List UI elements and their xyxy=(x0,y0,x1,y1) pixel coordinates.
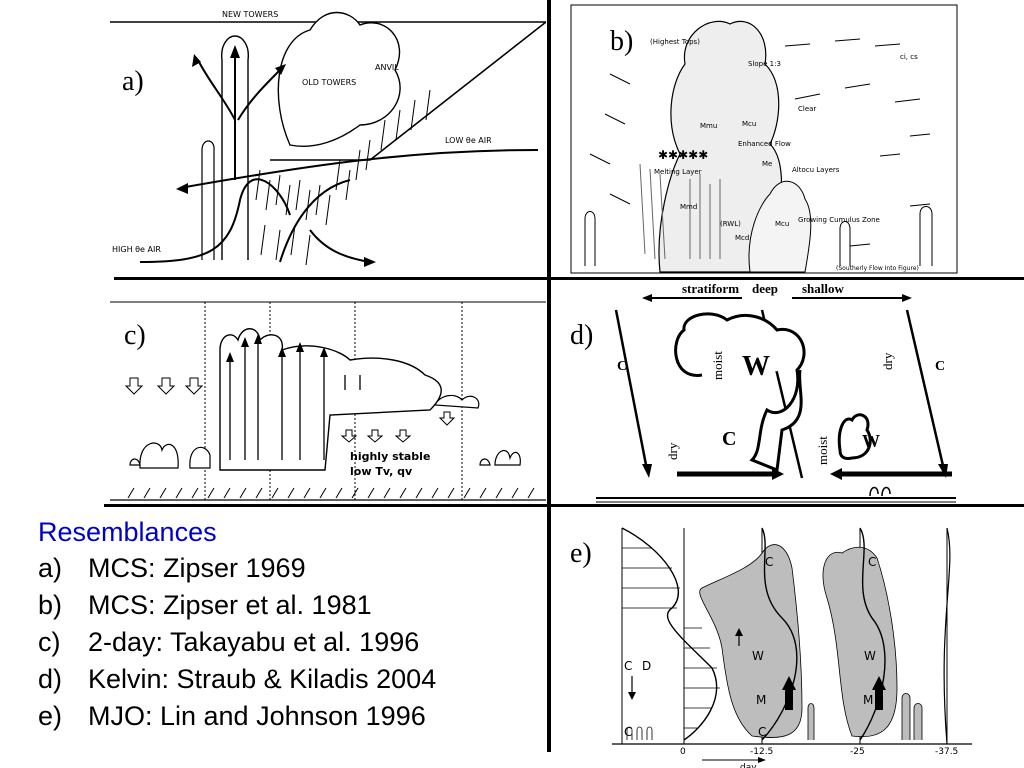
legend-list: a) MCS: Zipser 1969 b) MCS: Zipser et al. … xyxy=(38,550,538,735)
m-cu-2-text: Mcu xyxy=(775,220,789,228)
w-small-text: W xyxy=(862,431,880,451)
e-w-label-2: W xyxy=(864,649,876,663)
low-tv-qv-text: low Tv, qv xyxy=(350,465,413,478)
e-w-label-1: W xyxy=(752,649,764,663)
melting-layer-stars: ✱✱✱✱✱ xyxy=(658,148,708,162)
old-towers-text: OLD TOWERS xyxy=(302,78,356,87)
ci-cs-text: ci, cs xyxy=(900,53,918,61)
horizontal-divider-top xyxy=(114,277,1024,280)
panel-e: C D C C C W W M M C 0 -12.5 -25 -37.5 da… xyxy=(552,508,1012,768)
legend-item-marker: e) xyxy=(38,701,63,731)
panel-b: ✱✱✱✱✱ (Highest Tops) Slope 1:3 ci, cs Cl… xyxy=(570,4,960,276)
e-m-label-1: M xyxy=(756,693,766,707)
legend-item-marker: c) xyxy=(38,627,61,657)
c-center-text: C xyxy=(722,428,736,450)
m-cu-text: Mcu xyxy=(742,120,756,128)
m-md-text: Mmd xyxy=(680,203,697,211)
panel-c-label: c) xyxy=(124,320,146,351)
highest-tops-text: (Highest Tops) xyxy=(650,38,700,46)
stratiform-text: stratiform xyxy=(682,281,739,296)
dry-right-text: dry xyxy=(880,352,895,370)
horizontal-divider-middle xyxy=(104,504,1024,507)
e-c-label-5: C xyxy=(758,725,766,739)
e-tick-2: -25 xyxy=(850,747,865,757)
rw-text: (RWL) xyxy=(720,220,741,228)
panel-d: stratiform deep shallow C C W W C moist … xyxy=(552,280,1012,504)
high-theta-air-text: HIGH θe AIR xyxy=(112,245,161,254)
m-mu-text: Mmu xyxy=(700,122,717,130)
moist-right-text: moist xyxy=(815,436,830,465)
new-towers-text: NEW TOWERS xyxy=(222,10,278,19)
enhanced-flow-text: Enhanced Flow xyxy=(738,140,791,148)
legend-item: a) MCS: Zipser 1969 xyxy=(38,550,538,587)
panel-a: NEW TOWERS OLD TOWERS ANVIL LOW θe AIR H… xyxy=(110,0,546,276)
e-m-label-2: M xyxy=(863,693,873,707)
altocu-layers-text: Altocu Layers xyxy=(792,166,840,174)
panel-b-label: b) xyxy=(610,26,634,57)
growing-cumulus-text: Growing Cumulus Zone xyxy=(798,216,880,224)
slope-text: Slope 1:3 xyxy=(748,60,781,68)
legend-item: b) MCS: Zipser et al. 1981 xyxy=(38,587,538,624)
resemblances-legend: Resemblances a) MCS: Zipser 1969 b) MCS: Z… xyxy=(38,514,538,735)
low-theta-air-text: LOW θe AIR xyxy=(445,136,492,145)
legend-item: e) MJO: Lin and Johnson 1996 xyxy=(38,698,538,735)
e-d-label: D xyxy=(642,659,651,673)
vertical-divider xyxy=(547,0,551,752)
deep-text: deep xyxy=(752,281,778,296)
panel-e-drawing: C D C C C W W M M C 0 -12.5 -25 -37.5 da… xyxy=(612,527,972,768)
legend-item-text: 2-day: Takayabu et al. 1996 xyxy=(88,627,420,657)
e-tick-1: -12.5 xyxy=(750,747,773,757)
legend-item-marker: a) xyxy=(38,553,63,583)
legend-item-text: MCS: Zipser 1969 xyxy=(88,553,306,583)
c-right-text: C xyxy=(935,359,945,374)
panel-d-label: d) xyxy=(570,320,594,351)
e-c-label-4: C xyxy=(868,555,876,569)
legend-item: c) 2-day: Takayabu et al. 1996 xyxy=(38,624,538,661)
anvil-text: ANVIL xyxy=(375,63,399,72)
legend-item-marker: d) xyxy=(38,664,63,694)
e-tick-3: -37.5 xyxy=(935,747,958,757)
southerly-flow-text: (Southerly Flow Into Figure) xyxy=(836,265,919,272)
legend-item: d) Kelvin: Straub & Kiladis 2004 xyxy=(38,661,538,698)
legend-item-text: Kelvin: Straub & Kiladis 2004 xyxy=(88,664,437,694)
e-xlabel: day xyxy=(740,763,757,768)
panel-c: highly stable low Tv, qv c) xyxy=(110,280,546,504)
panel-c-drawing: highly stable low Tv, qv xyxy=(110,301,546,501)
dry-left-text: dry xyxy=(665,442,680,460)
legend-item-marker: b) xyxy=(38,590,63,620)
c-left-text: C xyxy=(617,359,627,374)
legend-item-text: MCS: Zipser et al. 1981 xyxy=(88,590,372,620)
panel-e-label: e) xyxy=(570,538,592,569)
melting-layer-text: Melting Layer xyxy=(654,168,702,176)
e-tick-0: 0 xyxy=(680,747,686,757)
panel-d-drawing: stratiform deep shallow C C W W C moist … xyxy=(596,281,956,503)
moist-left-text: moist xyxy=(710,351,725,380)
m-cd-text: Mcd xyxy=(735,234,749,242)
highly-stable-text: highly stable xyxy=(350,450,430,463)
panel-a-label: a) xyxy=(122,66,144,97)
panel-a-drawing: NEW TOWERS OLD TOWERS ANVIL LOW θe AIR H… xyxy=(110,10,546,267)
shallow-text: shallow xyxy=(802,281,845,296)
e-c-label-3: C xyxy=(765,555,773,569)
panel-b-drawing: ✱✱✱✱✱ (Highest Tops) Slope 1:3 ci, cs Cl… xyxy=(570,4,958,274)
legend-heading: Resemblances xyxy=(38,517,217,547)
m-e-text: Me xyxy=(762,160,772,168)
w-large-text: W xyxy=(742,351,770,382)
clear-text: Clear xyxy=(798,105,816,113)
e-c-label-2: C xyxy=(624,725,632,739)
e-c-label-1: C xyxy=(624,659,632,673)
legend-item-text: MJO: Lin and Johnson 1996 xyxy=(88,701,426,731)
